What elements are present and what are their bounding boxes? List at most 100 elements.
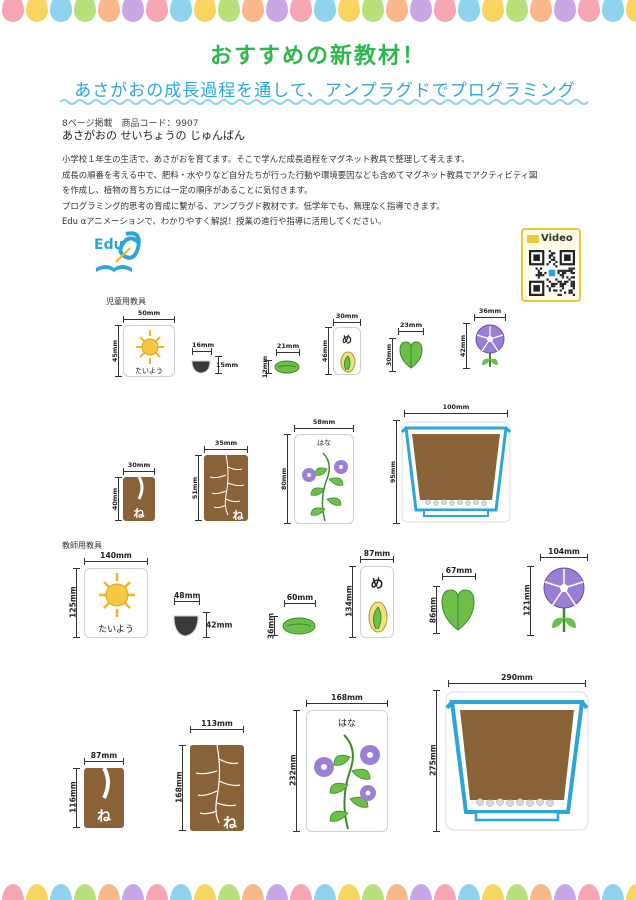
decorative-egg <box>50 0 72 22</box>
teacher-sprout-width: 87mm <box>360 549 394 563</box>
decorative-egg <box>602 0 624 22</box>
decorative-egg <box>530 884 552 900</box>
teacher-sprout-height: 134mm <box>344 566 356 638</box>
qr-code-icon[interactable] <box>529 250 575 296</box>
roots-icon <box>195 745 241 824</box>
teacher-pot-width: 290mm <box>448 673 586 687</box>
decorative-egg <box>26 0 48 22</box>
student-sun-card: たいよう <box>123 325 175 377</box>
decorative-egg <box>410 0 432 22</box>
decorative-egg <box>362 884 384 900</box>
teacher-vine-height: 232mm <box>288 710 300 832</box>
student-pot-height: 95mm <box>388 420 400 524</box>
decorative-egg <box>170 0 192 22</box>
vine-icon <box>302 452 348 522</box>
root-card-label: ね <box>223 816 237 832</box>
decorative-egg <box>2 884 24 900</box>
decorative-egg <box>74 0 96 22</box>
decorative-egg <box>146 884 168 900</box>
decorative-egg <box>626 0 636 22</box>
teacher-sun-card: たいよう <box>84 568 148 638</box>
teacher-root-big-card: ね <box>190 745 244 832</box>
student-root-big-height: 51mm <box>190 455 202 521</box>
decorative-egg <box>578 884 600 900</box>
decorative-egg <box>98 0 120 22</box>
teacher-sprout-card: め <box>360 566 394 638</box>
student-flower-width: 36mm <box>474 307 506 321</box>
student-root-big-card: ね <box>204 455 248 522</box>
description: 小学校１年生の生活で、あさがおを育てます。そこで学んだ成長過程をマグネット教具で… <box>62 152 582 230</box>
root-icon <box>102 768 110 799</box>
vine-card-label: はな <box>337 719 356 729</box>
teacher-root-big-width: 113mm <box>190 719 244 733</box>
student-leaf-small-height: 12mm <box>261 355 272 379</box>
root-card-label: ね <box>97 809 111 825</box>
decorative-egg <box>314 0 336 22</box>
vine-card-label: はな <box>317 439 331 447</box>
vine-icon <box>314 734 380 830</box>
decorative-egg <box>242 0 264 22</box>
decorative-egg <box>578 0 600 22</box>
student-sun-width: 50mm <box>123 309 175 323</box>
morning-glory-icon <box>475 324 505 367</box>
teacher-section-label: 教師用教具 <box>62 541 102 550</box>
decorative-egg <box>194 0 216 22</box>
decorative-egg <box>338 884 360 900</box>
root-card-label: ね <box>133 507 145 520</box>
decorative-egg <box>554 0 576 22</box>
decorative-egg <box>146 0 168 22</box>
small-leaf-icon <box>282 617 316 635</box>
student-seed-height: 15mm <box>210 356 238 374</box>
root-icon <box>137 477 144 500</box>
decorative-egg <box>122 0 144 22</box>
student-sprout-width: 30mm <box>333 312 361 326</box>
heart-leaf-icon <box>399 341 423 369</box>
decorative-egg <box>122 884 144 900</box>
teacher-seed-width: 48mm <box>174 591 201 605</box>
decorative-egg <box>266 0 288 22</box>
sun-card-label: たいよう <box>98 625 134 635</box>
student-vine-width: 58mm <box>294 418 354 432</box>
decorative-egg <box>506 0 528 22</box>
decorative-egg <box>386 884 408 900</box>
edu-alpha-logo <box>96 231 141 272</box>
flower-pot-icon <box>445 691 589 831</box>
decorative-egg <box>458 884 480 900</box>
teacher-sun-width: 140mm <box>84 551 148 565</box>
student-leaf-heart-width: 23mm <box>398 321 424 335</box>
student-sun-height: 45mm <box>110 325 122 377</box>
decorative-egg <box>602 884 624 900</box>
teacher-root-big-height: 168mm <box>174 745 186 831</box>
decorative-egg <box>26 884 48 900</box>
student-flower-height: 42mm <box>458 323 470 369</box>
root-card-label: ね <box>232 509 244 522</box>
student-vine-card: はな <box>294 434 354 524</box>
decorative-egg <box>386 0 408 22</box>
description-line: Edu αアニメーションで、わかりやすく解説！授業の進行や指導に活用してください… <box>62 216 387 226</box>
decorative-egg <box>626 884 636 900</box>
teacher-root-small-card: ね <box>84 768 124 828</box>
decorative-egg <box>482 0 504 22</box>
video-qr-box[interactable]: Video <box>521 228 581 302</box>
decorative-egg <box>410 884 432 900</box>
decorative-egg <box>506 884 528 900</box>
teacher-leaf-heart-width: 67mm <box>442 566 476 580</box>
decorative-egg <box>74 884 96 900</box>
description-line: 成長の順番を考える中で、肥料・水やりなど自分たちが行った行動や環境要因なども含め… <box>62 169 538 180</box>
decorative-egg <box>530 0 552 22</box>
student-root-small-width: 30mm <box>123 461 155 475</box>
student-pot-width: 100mm <box>404 403 508 417</box>
video-label: Video <box>541 233 573 244</box>
product-name: あさがおの せいちょうの じゅんばん <box>62 129 245 142</box>
student-vine-height: 80mm <box>279 434 291 524</box>
teacher-vine-card: はな <box>306 710 388 832</box>
page-title: おすすめの新教材！ <box>209 44 426 69</box>
decorative-egg <box>218 0 240 22</box>
sun-icon <box>136 330 164 364</box>
teacher-root-small-height: 116mm <box>68 768 80 828</box>
teacher-flower-width: 104mm <box>540 547 588 561</box>
seed-icon <box>173 615 199 637</box>
teacher-leaf-small-width: 60mm <box>284 593 316 607</box>
decorative-egg <box>98 884 120 900</box>
morning-glory-icon <box>543 567 585 632</box>
